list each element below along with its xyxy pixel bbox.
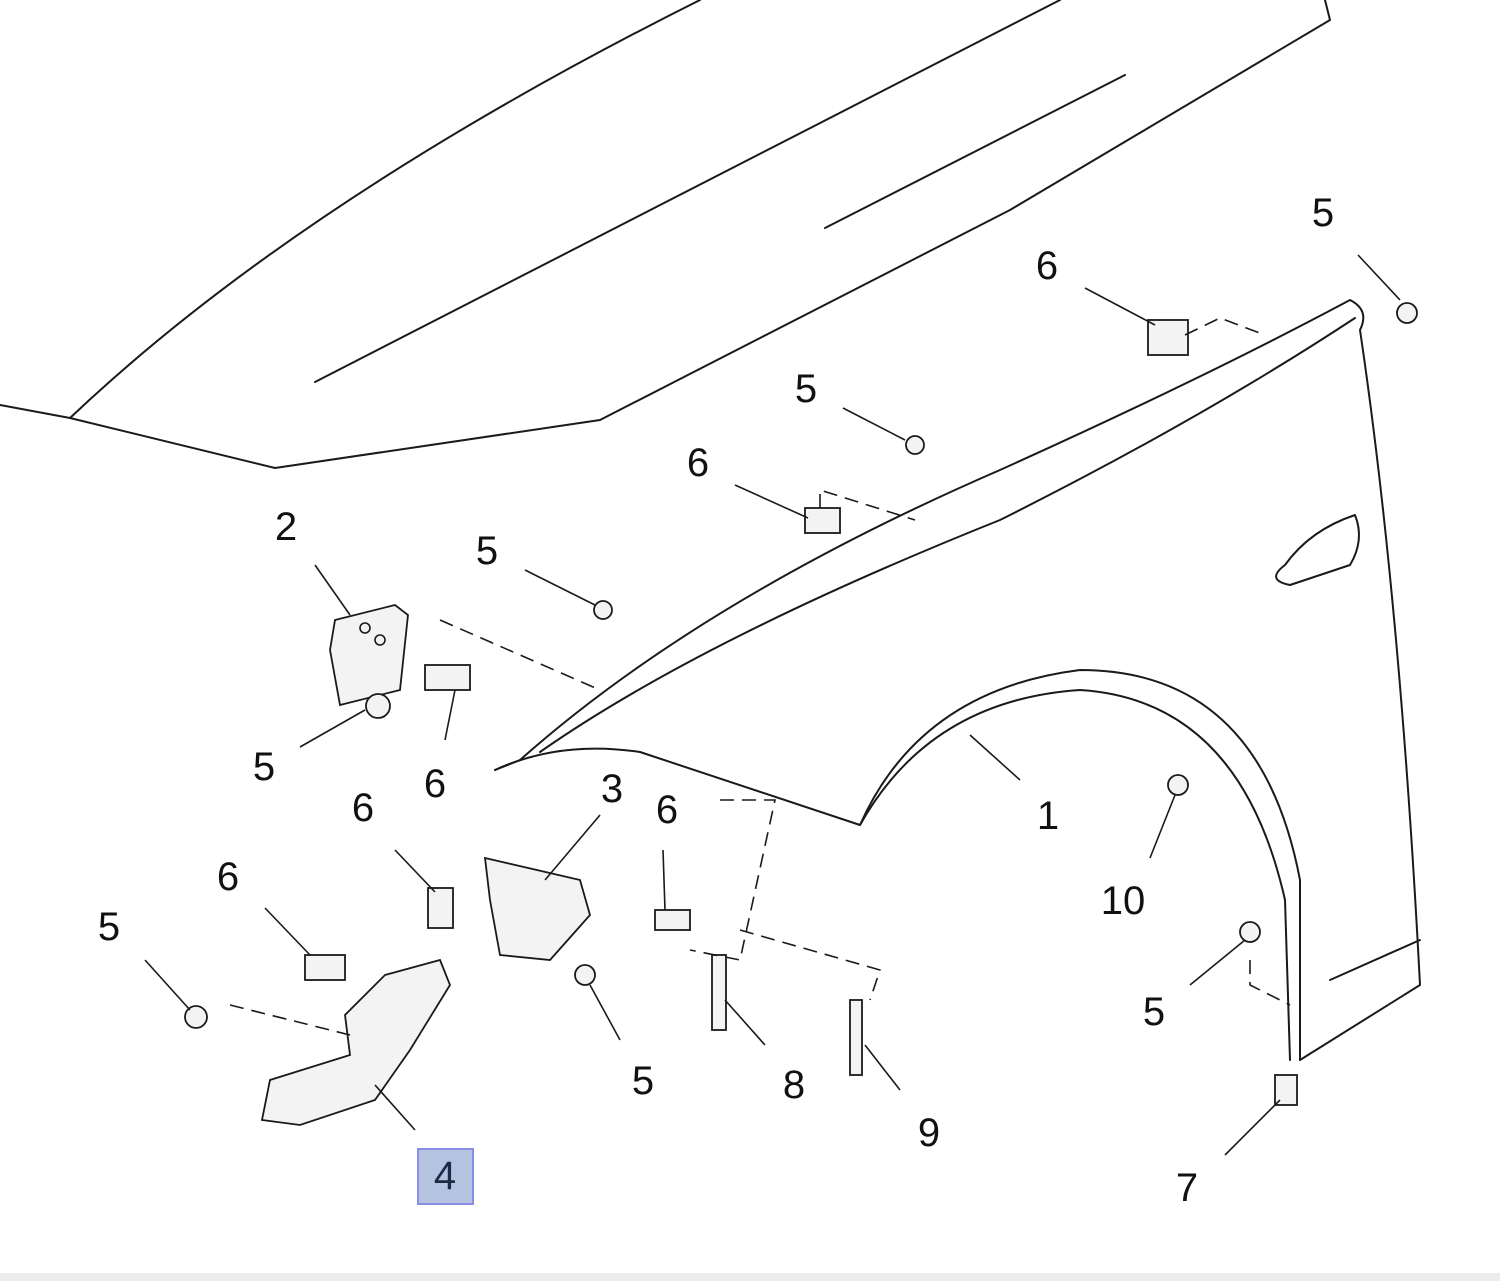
fender-panel: [494, 299, 1421, 1061]
callout-5[interactable]: 5: [632, 1059, 654, 1103]
callout-5[interactable]: 5: [1143, 990, 1165, 1034]
callout-2[interactable]: 2: [275, 505, 297, 549]
bracket-2: [329, 604, 409, 707]
callout-8[interactable]: 8: [783, 1063, 805, 1107]
callout-6[interactable]: 6: [656, 788, 678, 832]
callout-5[interactable]: 5: [1312, 191, 1334, 235]
callout-10[interactable]: 10: [1101, 879, 1146, 923]
callout-6[interactable]: 6: [352, 786, 374, 830]
callout-5[interactable]: 5: [476, 529, 498, 573]
callout-6[interactable]: 6: [1036, 244, 1058, 288]
callout-4[interactable]: 4: [434, 1154, 456, 1198]
fasteners: [184, 302, 1418, 1106]
hinge-bracket-4: [260, 958, 452, 1126]
callout-5[interactable]: 5: [98, 905, 120, 949]
bracket-3: [483, 856, 592, 961]
hood-outline: [0, 0, 1331, 469]
callout-7[interactable]: 7: [1176, 1166, 1198, 1210]
callout-5[interactable]: 5: [795, 367, 817, 411]
callout-1[interactable]: 1: [1037, 794, 1059, 838]
assembly-lines: [229, 317, 1291, 1036]
callout-9[interactable]: 9: [918, 1111, 940, 1155]
callout-6[interactable]: 6: [424, 762, 446, 806]
leader-lines: [144, 254, 1401, 1156]
callout-6[interactable]: 6: [687, 441, 709, 485]
callout-3[interactable]: 3: [601, 767, 623, 811]
callout-6[interactable]: 6: [217, 855, 239, 899]
callout-5[interactable]: 5: [253, 745, 275, 789]
callout-highlight-box: [417, 1148, 474, 1205]
bottom-scroll-strip: [0, 1273, 1500, 1281]
